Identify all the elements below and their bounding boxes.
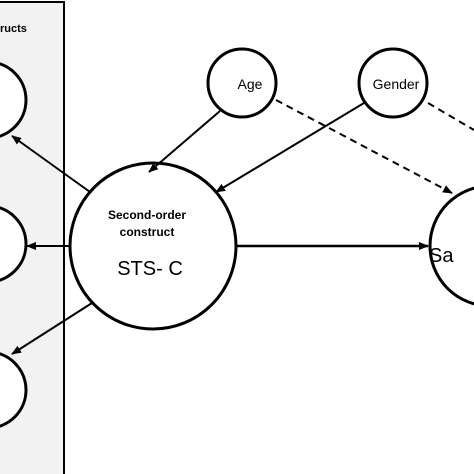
first-order-construct-3-circle — [0, 352, 28, 428]
arrow-gender-to-second-order — [215, 102, 365, 193]
second-order-construct-circle — [68, 161, 238, 331]
age-label: Age — [238, 76, 263, 92]
age-node-circle — [206, 47, 278, 119]
gender-label: Gender — [373, 76, 420, 92]
arrow-to-first-order-3 — [11, 302, 93, 355]
dashed-path-age-to-outcome — [275, 99, 453, 194]
arrow-to-first-order-1 — [11, 135, 91, 193]
arrow-age-to-second-order — [148, 110, 221, 173]
outcome-node-circle — [428, 186, 474, 306]
second-order-label-line1: Second-order — [108, 208, 186, 222]
second-order-construct-name: STS- C — [117, 258, 183, 280]
outcome-label: Sa — [429, 245, 454, 267]
second-order-label-line2: construct — [120, 225, 175, 239]
first-order-construct-1-circle — [0, 62, 28, 138]
dashed-path-gender-to-outcome — [427, 102, 474, 131]
gender-node-circle — [357, 47, 429, 119]
panel-title: ructs — [0, 23, 27, 35]
